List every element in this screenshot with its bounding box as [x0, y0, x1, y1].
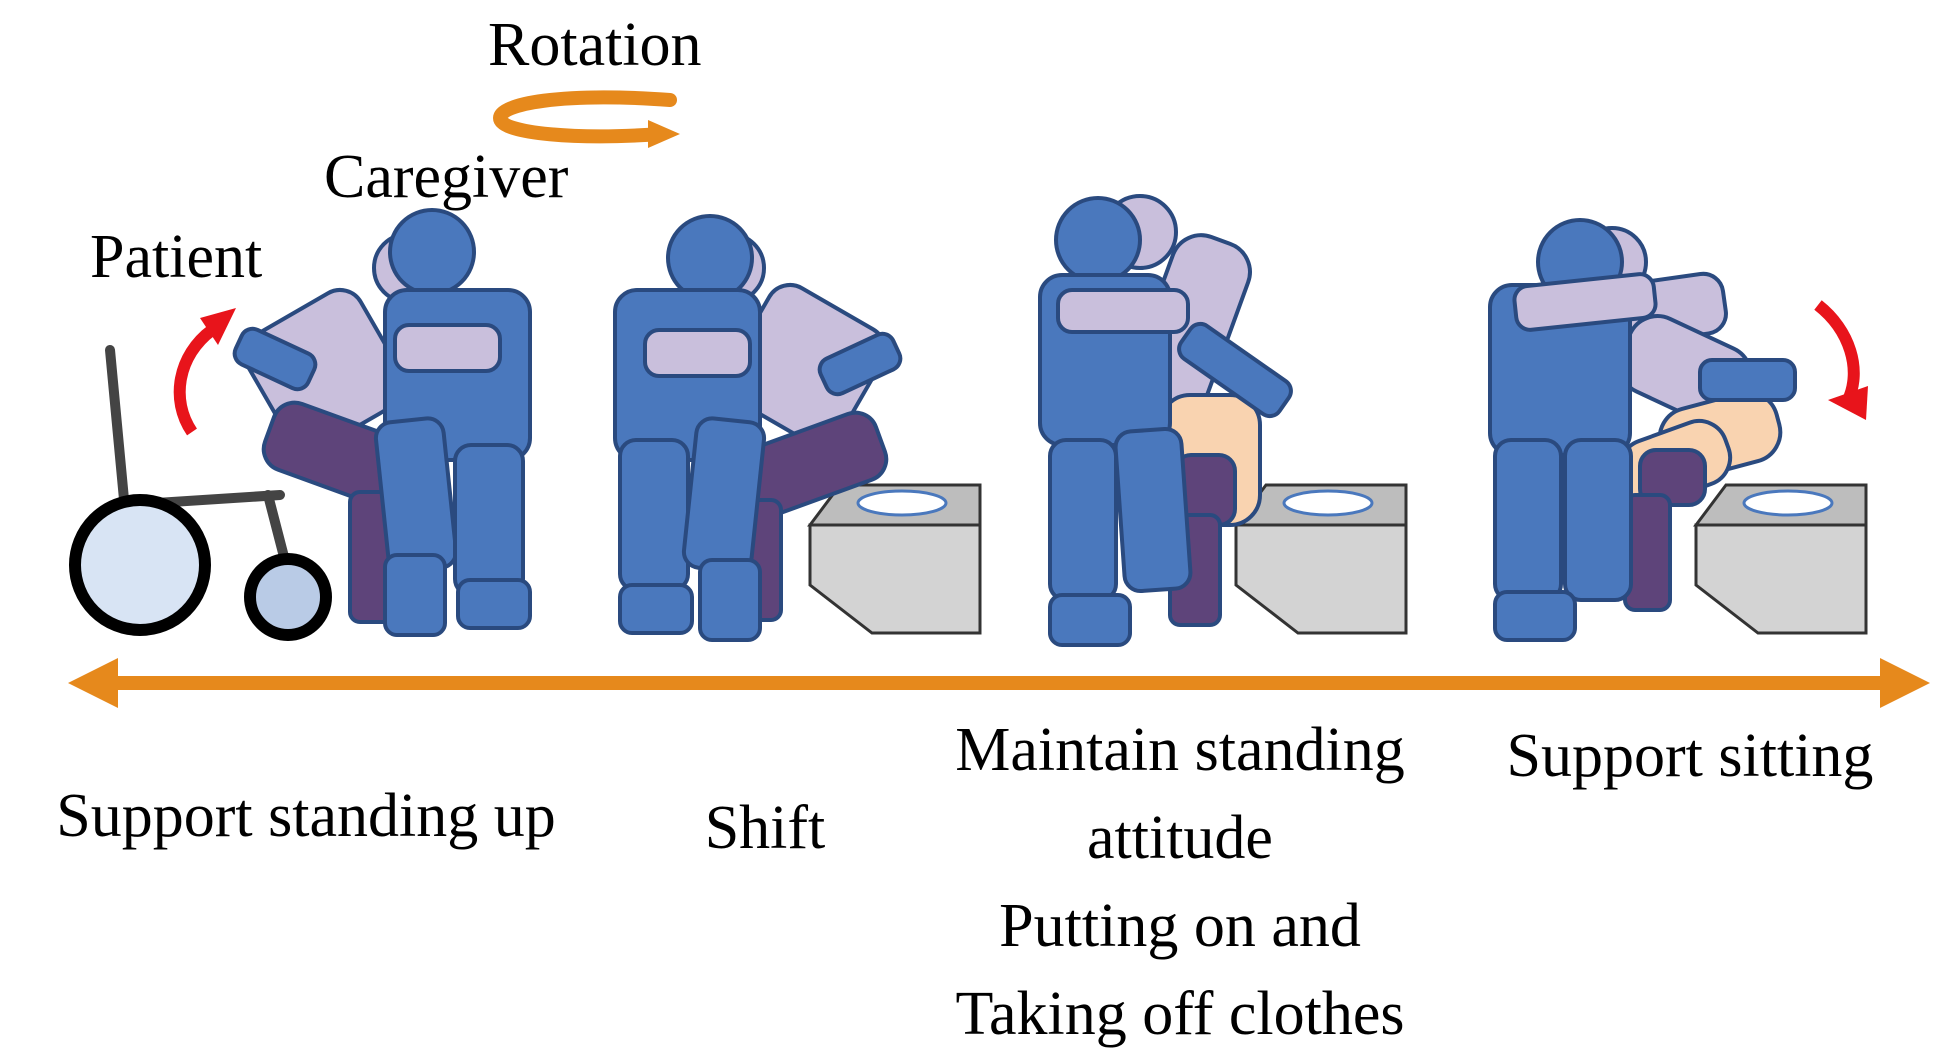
- figure-pair-maintain: [1038, 194, 1293, 647]
- stage-support-standing-up: Support standing up: [56, 782, 556, 850]
- rotation-label: Rotation: [488, 11, 702, 79]
- wheelchair-icon: [69, 345, 332, 641]
- patient-label: Patient: [90, 223, 263, 291]
- toilet-icon: [1693, 483, 1868, 635]
- toilet-icon: [1233, 483, 1408, 635]
- timeline-arrow: [68, 658, 1930, 708]
- figure-pair-shift: [613, 214, 903, 642]
- toilet-icon: [807, 483, 982, 635]
- rotation-arrow-icon: [492, 90, 680, 148]
- stage-support-sitting: Support sitting: [1506, 722, 1874, 790]
- stage-maintain-standing: Maintain standing attitude Putting on an…: [955, 716, 1405, 1048]
- curved-down-arrow-icon: [1814, 300, 1868, 420]
- caregiver-label: Caregiver: [324, 143, 569, 211]
- figure-pair-stand-up: [232, 208, 532, 637]
- figure-pair-sitting: [1488, 218, 1797, 642]
- stage-shift: Shift: [704, 794, 826, 862]
- curved-up-arrow-icon: [173, 308, 236, 436]
